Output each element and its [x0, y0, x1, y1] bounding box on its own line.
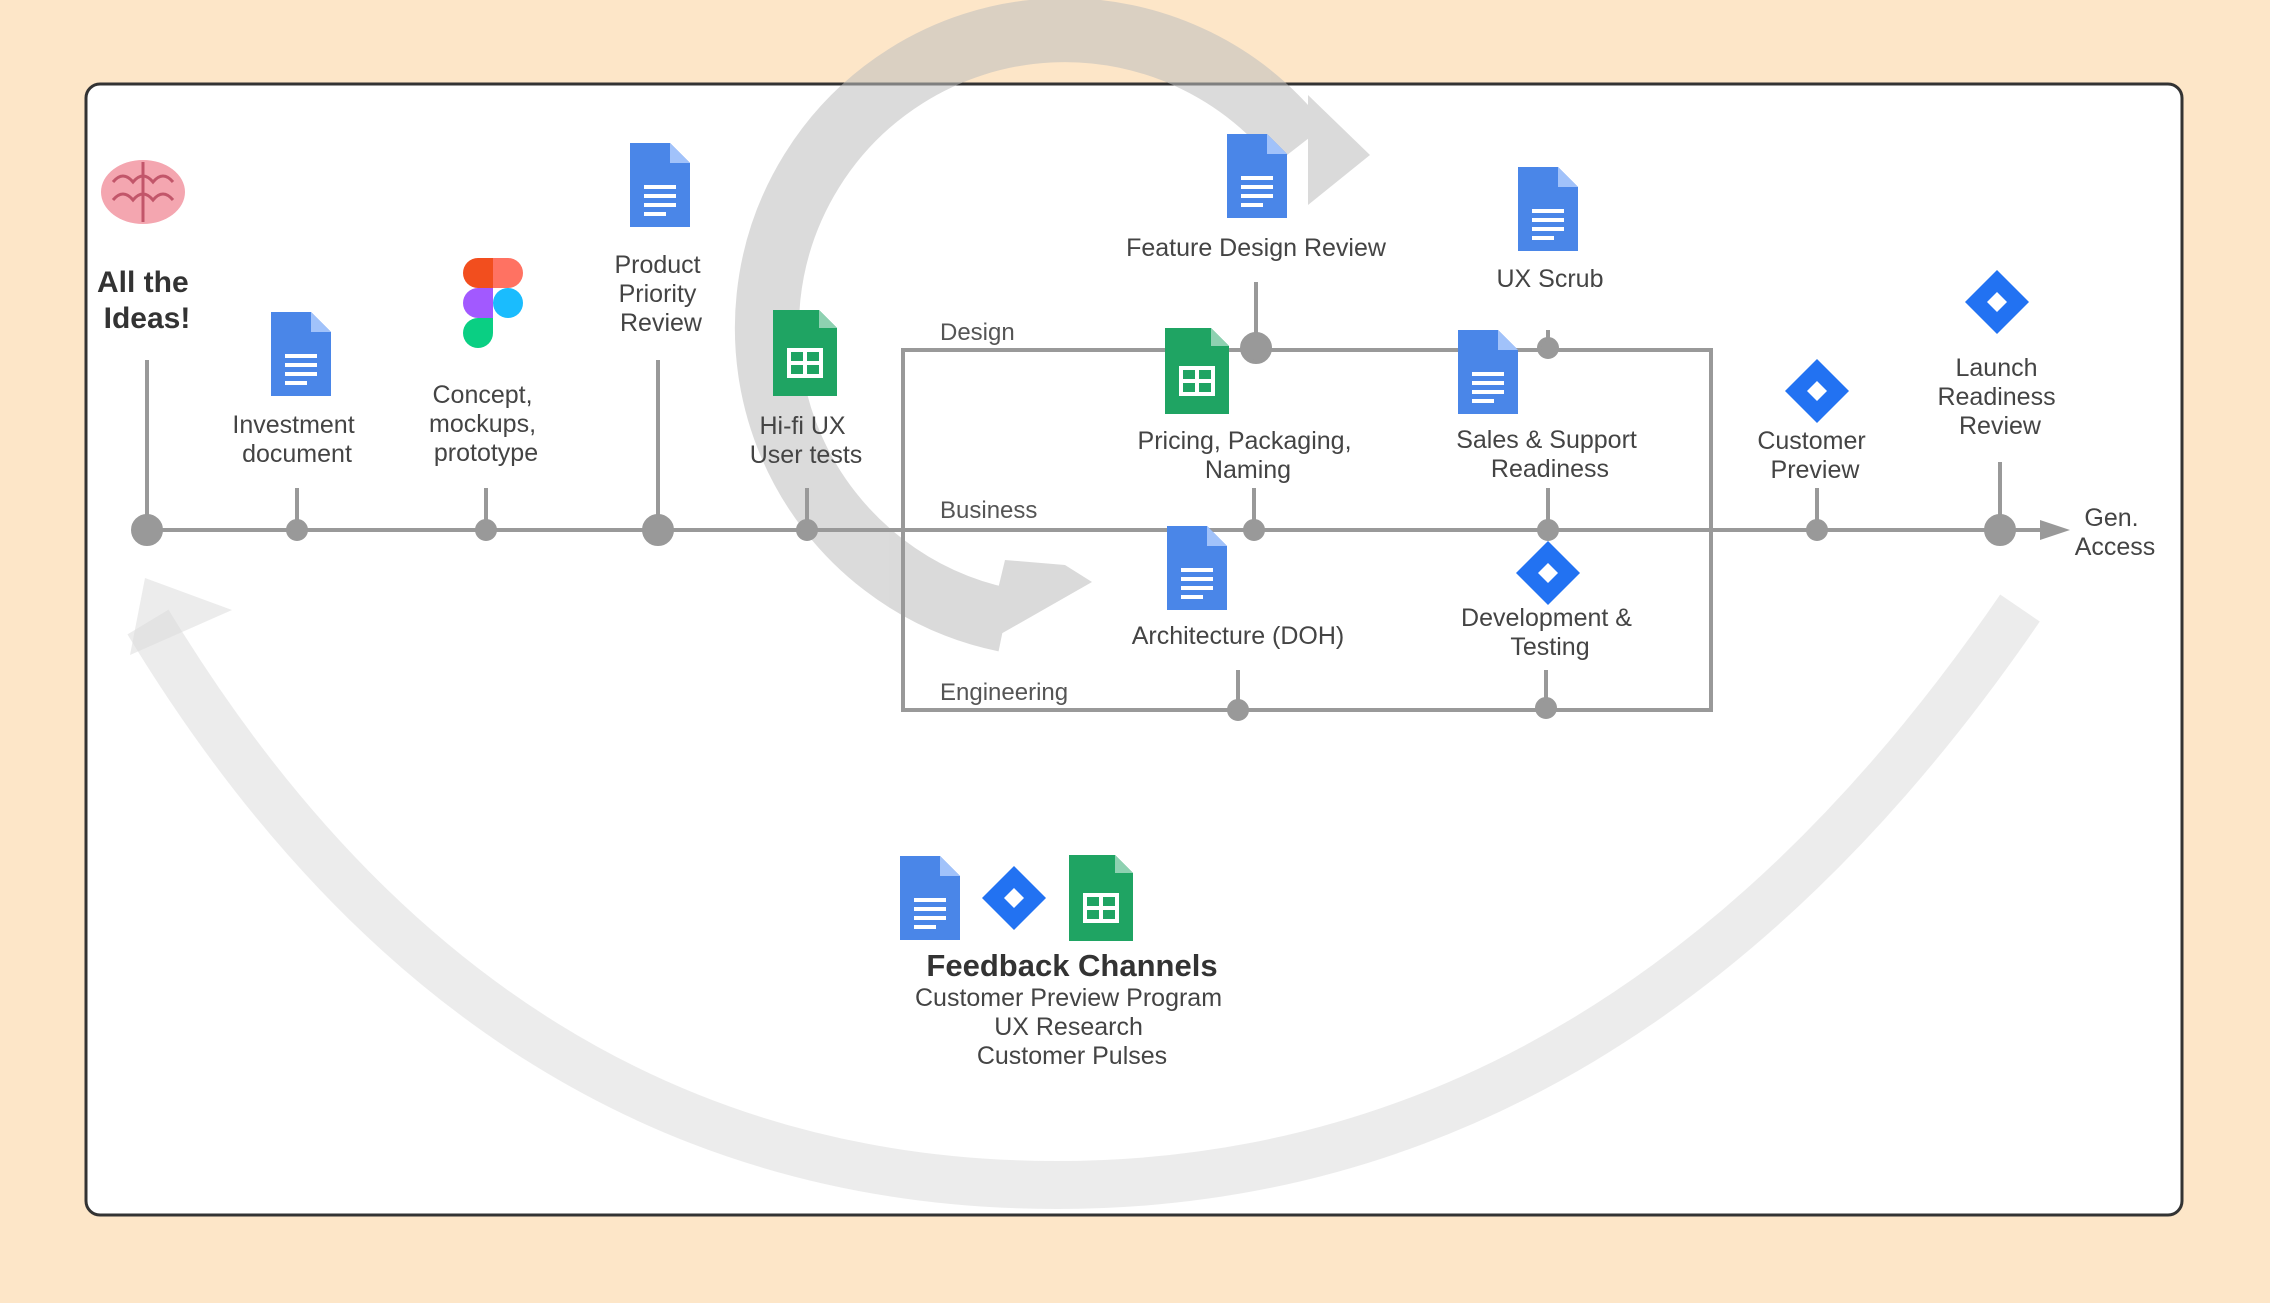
milestone-pricing: Pricing, Packaging, Naming: [1138, 427, 1359, 484]
google-sheets-icon: [1067, 853, 1135, 943]
feedback-loop-arrow: [127, 578, 2040, 1210]
milestone-customer-preview: Customer Preview: [1757, 427, 1872, 484]
lane-label-business: Business: [940, 497, 1037, 524]
milestone-product-priority: Product Priority Review: [614, 251, 707, 337]
milestone-sales-support: Sales & Support Readiness: [1456, 426, 1644, 483]
google-docs-icon: [900, 856, 960, 940]
google-docs-icon: [1167, 526, 1227, 610]
timeline-ticks: [131, 282, 2016, 721]
lane-label-design: Design: [940, 319, 1015, 346]
start-title: All the Ideas!: [97, 266, 197, 335]
iteration-cycle-arrow: [734, 0, 1370, 652]
milestone-ux-scrub: UX Scrub: [1497, 265, 1604, 293]
google-docs-icon: [1227, 134, 1287, 218]
google-docs-icon: [630, 143, 690, 227]
end-label: Gen. Access: [2075, 504, 2156, 561]
milestone-concept: Concept, mockups, prototype: [429, 381, 543, 467]
diagram-panel: [84, 82, 2184, 1217]
google-docs-icon: [1458, 330, 1518, 414]
milestone-development-testing: Development & Testing: [1461, 604, 1639, 661]
google-docs-icon: [1518, 167, 1578, 251]
milestone-architecture: Architecture (DOH): [1132, 622, 1345, 650]
feedback-items: Customer Preview Program UX Research Cus…: [915, 984, 1229, 1070]
milestone-launch-readiness: Launch Readiness Review: [1937, 354, 2062, 440]
brain-icon: [101, 160, 185, 224]
google-sheets-icon: [771, 308, 839, 398]
timeline-arrowhead: [2040, 520, 2070, 540]
lane-label-engineering: Engineering: [940, 679, 1068, 706]
feedback-title: Feedback Channels: [926, 948, 1217, 983]
google-docs-icon: [271, 312, 331, 396]
milestone-investment: Investment document: [232, 411, 361, 468]
milestone-hifi-ux: Hi-fi UX User tests: [750, 412, 863, 469]
google-sheets-icon: [1163, 326, 1231, 416]
milestone-feature-design-review: Feature Design Review: [1126, 234, 1387, 262]
figma-icon: [463, 258, 523, 348]
